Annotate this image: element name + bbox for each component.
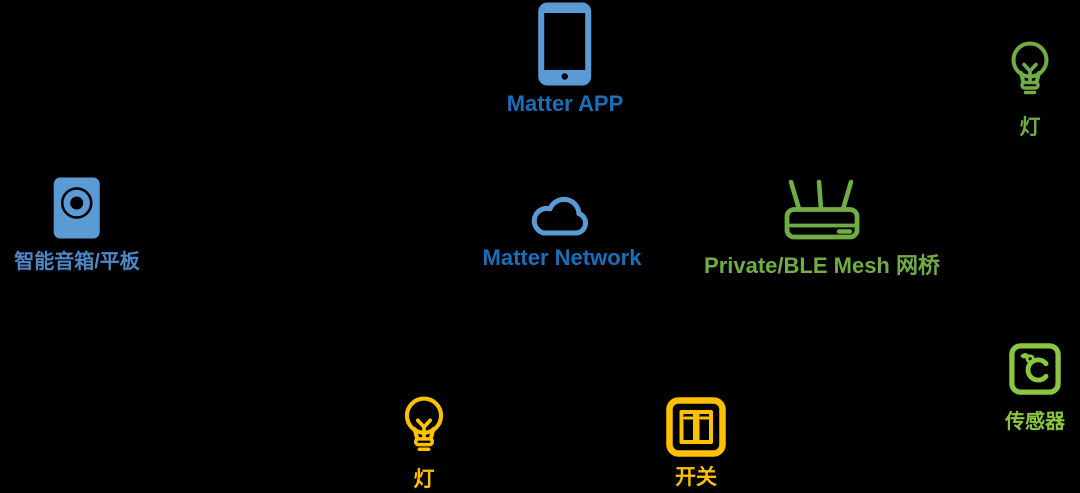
node-light-top: 灯 <box>1005 40 1055 141</box>
node-light-bottom: 灯 <box>398 395 450 493</box>
node-label: Matter APP <box>506 91 624 116</box>
node-matter-network: Matter Network <box>482 187 642 271</box>
node-matter-app: Matter APP <box>506 2 624 117</box>
speaker-icon <box>54 177 101 239</box>
node-label: 灯 <box>413 468 435 491</box>
smartphone-icon <box>538 2 592 86</box>
lightbulb-icon <box>1005 40 1055 100</box>
node-sensor: 传感器 <box>1005 343 1065 434</box>
node-mesh-bridge: Private/BLE Mesh 网桥 <box>704 179 940 280</box>
temperature-sensor-icon <box>1009 343 1061 395</box>
node-label: Matter Network <box>482 245 642 270</box>
lightbulb-icon <box>398 395 450 457</box>
node-label: 智能音箱/平板 <box>14 251 140 273</box>
node-wall-switch: 开关 <box>666 397 726 491</box>
node-label: 传感器 <box>1005 411 1065 433</box>
node-smart-speaker: 智能音箱/平板 <box>14 177 140 274</box>
node-label: 灯 <box>1019 116 1041 139</box>
wall-switch-icon <box>666 397 726 457</box>
node-label: Private/BLE Mesh 网桥 <box>704 253 940 278</box>
router-icon <box>784 179 860 241</box>
node-label: 开关 <box>675 466 717 489</box>
cloud-icon <box>527 187 597 238</box>
